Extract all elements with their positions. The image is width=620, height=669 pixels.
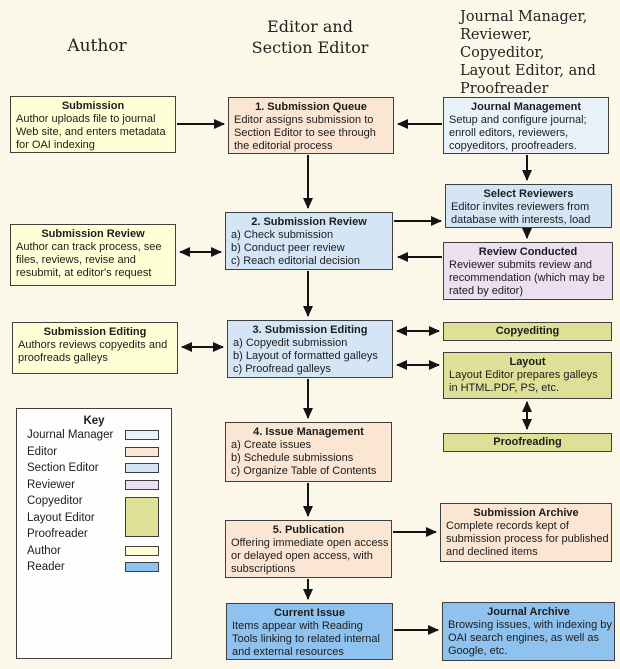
box-copyediting: Copyediting bbox=[443, 322, 612, 341]
box-body: Author uploads file to journal Web site,… bbox=[16, 113, 166, 151]
box-issue-management: 4. Issue Management a) Create issues b) … bbox=[225, 422, 392, 482]
box-title: 4. Issue Management bbox=[253, 426, 364, 438]
box-title: Layout bbox=[509, 356, 546, 368]
box-body: Editor assigns submission to Section Edi… bbox=[234, 114, 376, 152]
box-layout: Layout Layout Editor prepares galleys in… bbox=[443, 352, 612, 399]
legend-swatch-copyeditor-layout-proofreader bbox=[125, 497, 159, 537]
box-submission: Submission Author uploads file to journa… bbox=[10, 96, 176, 153]
box-title: Submission bbox=[61, 100, 125, 112]
legend-label: Author bbox=[27, 544, 61, 557]
box-body: Browsing issues, with indexing by OAI se… bbox=[448, 619, 612, 657]
legend-swatch-reviewer bbox=[125, 479, 159, 490]
legend-row-section-editor: Section Editor bbox=[17, 460, 171, 477]
box-title: Review Conducted bbox=[478, 246, 578, 258]
legend-label: Editor bbox=[27, 445, 58, 458]
box-journal-archive: Journal Archive Browsing issues, with in… bbox=[442, 602, 615, 661]
legend-label: Section Editor bbox=[27, 462, 99, 475]
box-title: 5. Publication bbox=[272, 524, 345, 536]
box-body: Complete records kept of submission proc… bbox=[446, 520, 609, 558]
box-body: a) Create issues b) Schedule submissions… bbox=[231, 439, 377, 477]
box-body: a) Check submission b) Conduct peer revi… bbox=[231, 229, 361, 267]
box-publication: 5. Publication Offering immediate open a… bbox=[225, 520, 392, 578]
legend-label: Journal Manager bbox=[27, 429, 114, 442]
legend-row-copyeditor-layout-proofreader: Copyeditor Layout Editor Proofreader bbox=[17, 493, 171, 543]
box-title: 3. Submission Editing bbox=[252, 324, 368, 336]
legend-label: Copyeditor bbox=[27, 495, 83, 508]
box-body: Layout Editor prepares galleys in HTML.P… bbox=[449, 369, 598, 394]
legend-label: Reviewer bbox=[27, 478, 75, 491]
box-title: Copyediting bbox=[495, 325, 560, 337]
box-title: Select Reviewers bbox=[483, 188, 574, 200]
box-proofreading: Proofreading bbox=[443, 433, 612, 452]
box-title: Submission Editing bbox=[43, 326, 147, 338]
box-submission-review-2: 2. Submission Review a) Check submission… bbox=[225, 212, 393, 270]
box-review-conducted: Review Conducted Reviewer submits review… bbox=[443, 242, 613, 300]
column-header-editor-section-editor: Editor and Section Editor bbox=[251, 17, 369, 57]
legend-label: Proofreader bbox=[27, 528, 88, 541]
box-submission-editing-3: 3. Submission Editing a) Copyedit submis… bbox=[227, 320, 393, 378]
column-header-other-roles: Journal Manager, Reviewer, Copyeditor, L… bbox=[460, 9, 596, 97]
box-title: Journal Archive bbox=[487, 606, 570, 618]
box-body: Items appear with Reading Tools linking … bbox=[232, 620, 380, 658]
box-journal-management: Journal Management Setup and configure j… bbox=[443, 97, 609, 154]
column-header-author: Author bbox=[67, 36, 127, 56]
box-title: 2. Submission Review bbox=[251, 216, 367, 228]
legend-swatch-editor bbox=[125, 446, 159, 457]
legend-swatch-author bbox=[125, 545, 159, 556]
legend-label: Layout Editor bbox=[27, 511, 95, 524]
box-title: Proofreading bbox=[493, 436, 562, 448]
legend-swatch-reader bbox=[125, 562, 159, 573]
box-title: 1. Submission Queue bbox=[255, 101, 367, 113]
box-submission-queue: 1. Submission Queue Editor assigns submi… bbox=[228, 97, 394, 154]
box-body: Authors reviews copyedits and proofreads… bbox=[18, 339, 168, 364]
legend-label: Reader bbox=[27, 561, 65, 574]
box-title: Current Issue bbox=[274, 607, 345, 619]
box-body: Editor invites reviewers from database w… bbox=[451, 201, 591, 226]
legend-row-reader: Reader bbox=[17, 559, 171, 576]
legend-row-journal-manager: Journal Manager bbox=[17, 427, 171, 444]
legend-swatch-journal-manager bbox=[125, 430, 159, 441]
box-body: Offering immediate open access or delaye… bbox=[231, 537, 389, 575]
legend-swatch-section-editor bbox=[125, 463, 159, 474]
box-submission-archive: Submission Archive Complete records kept… bbox=[440, 503, 612, 562]
box-title: Submission Review bbox=[41, 228, 145, 240]
box-title: Submission Archive bbox=[473, 507, 579, 519]
legend-row-author: Author bbox=[17, 543, 171, 560]
box-body: a) Copyedit submission b) Layout of form… bbox=[233, 337, 378, 375]
box-body: Setup and configure journal; enroll edit… bbox=[449, 114, 587, 152]
box-body: Reviewer submits review and recommendati… bbox=[449, 259, 605, 297]
legend-row-reviewer: Reviewer bbox=[17, 477, 171, 494]
box-submission-review-author: Submission Review Author can track proce… bbox=[10, 224, 176, 286]
legend-title: Key bbox=[83, 415, 105, 427]
box-current-issue: Current Issue Items appear with Reading … bbox=[226, 603, 393, 660]
box-select-reviewers: Select Reviewers Editor invites reviewer… bbox=[445, 184, 612, 228]
box-title: Journal Management bbox=[470, 101, 582, 113]
legend-key: Key Journal Manager Editor Section Edito… bbox=[16, 408, 172, 659]
box-submission-editing-author: Submission Editing Authors reviews copye… bbox=[12, 322, 178, 374]
box-body: Author can track process, see files, rev… bbox=[16, 241, 162, 279]
legend-row-editor: Editor bbox=[17, 444, 171, 461]
